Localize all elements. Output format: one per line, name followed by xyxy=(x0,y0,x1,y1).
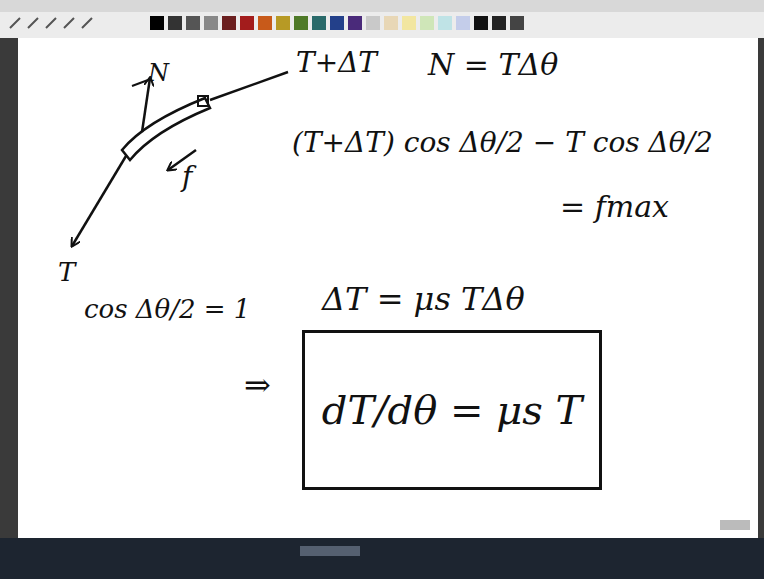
arrow-symbol: ⇒ xyxy=(244,368,271,403)
force-label: f xyxy=(182,162,192,193)
boxed-equation: dT/dθ = μs T xyxy=(322,388,582,432)
force-label: T xyxy=(58,258,75,287)
equation: ΔT = μs TΔθ xyxy=(322,282,525,317)
equation: = fmax xyxy=(560,190,669,223)
equation: (T+ΔT) cos Δθ/2 − T cos Δθ/2 xyxy=(292,128,713,159)
force-label: N xyxy=(148,60,169,86)
equation: cos Δθ/2 = 1 xyxy=(84,295,250,324)
result-box: dT/dθ = μs T xyxy=(302,330,602,490)
equation: N = TΔθ xyxy=(428,48,558,81)
force-label: T+ΔT xyxy=(296,48,377,79)
